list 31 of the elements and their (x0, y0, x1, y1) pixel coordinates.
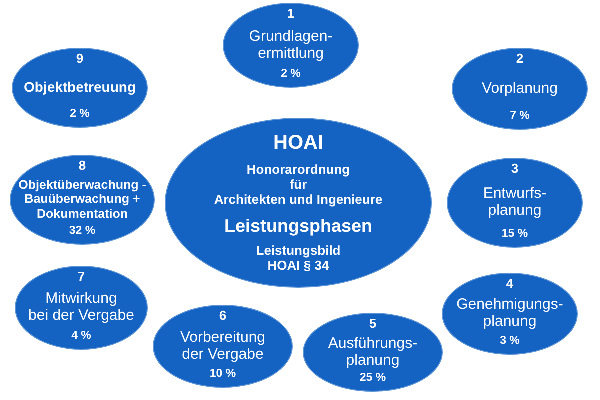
phase-number: 3 (511, 162, 519, 177)
acronym-heading: HOAI (274, 132, 324, 155)
percentage-text: 3 % (500, 334, 520, 348)
phase-name: Ausführungs- planung (328, 334, 418, 370)
phase-name: Objektüberwachung - Bauüberwachung + Dokumentation (18, 178, 146, 221)
phase-number: 9 (76, 52, 84, 67)
phase-name: Entwurfs- planung (483, 185, 547, 220)
phase-name: Mitwirkung bei der Vergabe (28, 290, 134, 325)
percentage-text: 32 % (69, 224, 96, 238)
phase-number: 8 (78, 159, 86, 174)
full-name-text: Honorarordnung für Architekten und Ingenieure (214, 162, 383, 208)
phase-name: Objektbetreuung (24, 79, 136, 96)
percentage-text: 2 % (70, 108, 90, 121)
percentage-text: 25 % (360, 372, 386, 385)
phase-name: Vorbereitung der Vergabe (180, 328, 266, 364)
phase-number: 4 (506, 277, 514, 292)
section-heading: Leistungsphasen (224, 216, 373, 236)
phase-number: 6 (219, 309, 227, 324)
percentage-text: 7 % (510, 110, 530, 123)
phase-number: 5 (369, 317, 377, 332)
phase-name: Grundlagen- ermittlung (249, 28, 333, 62)
percentage-text: 10 % (210, 368, 236, 381)
phase-number: 1 (287, 7, 295, 22)
reference-text: Leistungsbild HOAI § 34 (256, 244, 341, 274)
phase-number: 2 (516, 52, 524, 67)
phase-name: Vorplanung (482, 80, 558, 97)
phase-number: 7 (78, 270, 86, 285)
phase-name: Genehmigungs- planung (456, 296, 564, 331)
percentage-text: 4 % (72, 330, 92, 343)
percentage-text: 2 % (281, 68, 301, 81)
percentage-text: 15 % (502, 228, 528, 241)
